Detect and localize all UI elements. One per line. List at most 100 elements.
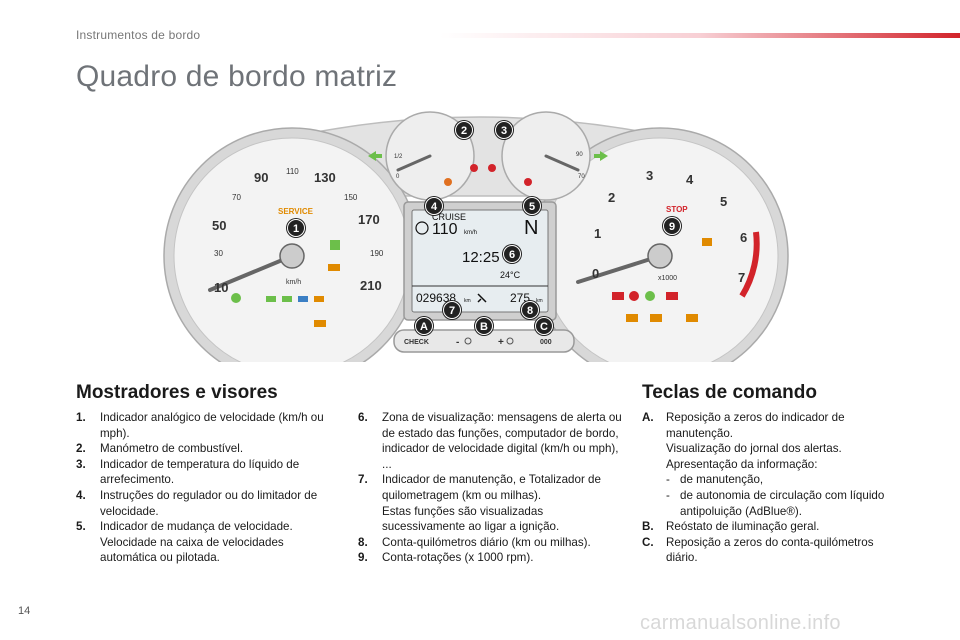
display-gear: N [524, 217, 538, 239]
display-speed-unit: km/h [464, 230, 477, 236]
svg-text:7: 7 [449, 305, 455, 317]
sub-list-item: -de manutenção, [666, 473, 764, 487]
battery-lamp-icon [612, 292, 624, 300]
list-item: 5.Indicador de mudança de velocidade. [76, 520, 293, 534]
speedo-tick-110: 110 [286, 167, 299, 176]
tacho-tick-5: 5 [720, 194, 727, 209]
seatbelt-icon [470, 164, 478, 172]
marker-5: 5 [522, 196, 542, 216]
speedo-unit: km/h [286, 279, 301, 286]
marker-2: 2 [454, 120, 474, 140]
svg-text:5: 5 [529, 201, 535, 213]
list-item: C.Reposição a zeros do conta-quilómetros… [642, 535, 874, 565]
speedo-tick-150: 150 [344, 193, 358, 202]
speedo-tick-70: 70 [232, 193, 241, 202]
light-bright-icon [506, 337, 514, 345]
list-item-continuation: Estas funções são visualizadas sucessiva… [382, 504, 560, 534]
reset-button-label: 000 [540, 339, 552, 346]
mostradores-column-left: 1.Indicador analógico de velocidade (km/… [76, 410, 338, 566]
svg-text:B: B [480, 321, 488, 333]
sub-list-item: -de autonomia de circulação com líquido … [666, 488, 885, 518]
left-indicator-icon [368, 151, 382, 161]
instrument-cluster-illustration: 10 30 50 70 90 110 130 150 170 190 210 k… [146, 106, 814, 362]
display-speed: 110 [432, 221, 458, 238]
mostradores-heading: Mostradores e visores [76, 382, 278, 403]
list-item: 1.Indicador analógico de velocidade (km/… [76, 411, 324, 440]
list-item: A.Reposição a zeros do indicador de manu… [642, 411, 845, 440]
list-item: 7.Indicador de manutenção, e Totalizador… [358, 473, 601, 502]
list-item: 4.Instruções do regulador ou do limitado… [76, 488, 318, 518]
list-item: 2.Manómetro de combustível. [76, 442, 244, 456]
minus-button-label: - [456, 337, 459, 348]
svg-text:1: 1 [293, 223, 299, 235]
svg-text:8: 8 [527, 305, 533, 317]
door-lamp-icon [702, 238, 712, 246]
svg-text:4: 4 [431, 201, 438, 213]
marker-a: A [414, 316, 434, 336]
display-time: 12:25 [462, 249, 500, 266]
watermark: carmanualsonline.info [640, 612, 841, 634]
speedo-tick-170: 170 [358, 212, 380, 227]
plus-button-label: + [498, 337, 504, 348]
list-item-continuation: Apresentação da informação: [666, 457, 818, 471]
wrench-icon [477, 293, 487, 303]
eco-lamp-icon [645, 291, 655, 301]
list-item: 6.Zona de visualização: mensagens de ale… [358, 411, 622, 471]
list-item: B.Reóstato de iluminação geral. [642, 520, 820, 534]
stop-indicator: STOP [666, 205, 688, 214]
tacho-tick-6: 6 [740, 230, 747, 245]
fuel-label-empty: 0 [396, 174, 400, 180]
tyre-lamp-icon [686, 314, 698, 322]
temp-label-90: 90 [576, 152, 583, 158]
speedo-tick-30: 30 [214, 249, 223, 258]
teclas-heading: Teclas de comando [642, 382, 817, 403]
service-indicator: SERVICE [278, 207, 314, 216]
svg-text:A: A [420, 321, 428, 333]
list-item: 3.Indicador de temperatura do líquido de… [76, 457, 300, 487]
svg-text:3: 3 [501, 125, 507, 137]
display-odometer: 029638 [416, 291, 456, 305]
marker-c: C [534, 316, 554, 336]
esp-lamp-icon [650, 314, 662, 322]
tacho-tick-7: 7 [738, 270, 745, 285]
preheat-lamp-icon [626, 314, 638, 322]
page-title: Quadro de bordo matriz [76, 60, 398, 93]
speedo-tick-210: 210 [360, 278, 382, 293]
marker-1: 1 [286, 218, 306, 238]
warning-lamp-icon [314, 320, 326, 327]
engine-lamp-icon [328, 264, 340, 271]
airbag-lamp-icon [666, 292, 678, 300]
marker-3: 3 [494, 120, 514, 140]
marker-7: 7 [442, 300, 462, 320]
list-item: 9.Conta-rotações (x 1000 rpm). [358, 551, 534, 565]
svg-text:6: 6 [509, 249, 515, 261]
speedo-tick-190: 190 [370, 249, 384, 258]
tacho-tick-0: 0 [592, 266, 599, 281]
speedo-tick-10: 10 [214, 280, 228, 295]
cruise-display-icon [415, 221, 429, 235]
page-number: 14 [18, 605, 31, 617]
headlight-lamp-icon [266, 296, 276, 302]
list-item-continuation: Velocidade na caixa de velocidades autom… [100, 535, 284, 565]
display-odometer-unit: km [464, 298, 471, 304]
svg-text:9: 9 [669, 221, 675, 233]
sidelight-lamp-icon [231, 293, 241, 303]
tacho-tick-1: 1 [594, 226, 601, 241]
seatbelt-rear-icon [488, 164, 496, 172]
tacho-tick-3: 3 [646, 168, 653, 183]
speedo-tick-90: 90 [254, 170, 268, 185]
temp-label-70: 70 [578, 174, 585, 180]
cruise-lamp-icon [330, 240, 340, 250]
foglight-lamp-icon [282, 296, 292, 302]
check-button-label: CHECK [404, 339, 429, 346]
header-accent-bar [440, 33, 960, 38]
marker-6: 6 [502, 244, 522, 264]
right-indicator-icon [594, 151, 608, 161]
speedo-tick-50: 50 [212, 218, 226, 233]
fuel-label-half: 1/2 [394, 154, 403, 160]
temp-warning-icon [524, 178, 532, 186]
sub-list: -de manutenção, -de autonomia de circula… [642, 472, 904, 519]
marker-8: 8 [520, 300, 540, 320]
display-temperature: 24°C [500, 270, 521, 280]
speedo-tick-130: 130 [314, 170, 336, 185]
